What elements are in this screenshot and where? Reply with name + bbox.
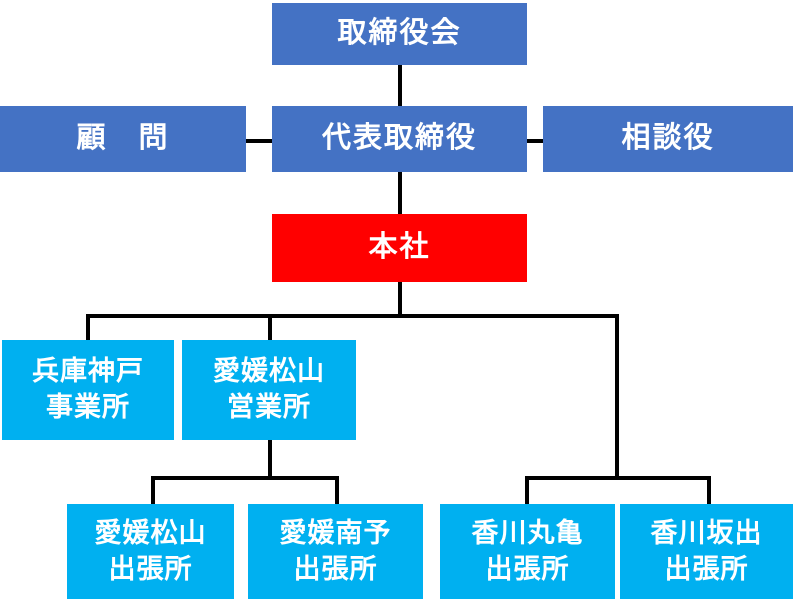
connector-president-headoffice xyxy=(398,172,402,214)
branch-kagawa-sakaide-line2: 出張所 xyxy=(664,553,749,584)
connector-president-counselor xyxy=(527,139,543,143)
office-box-hyogo-kobe: 兵庫神戸 事業所 xyxy=(2,340,174,440)
connector-advisor-president xyxy=(246,139,272,143)
connector-board-president xyxy=(398,65,402,107)
branch-box-kagawa-sakaide: 香川坂出 出張所 xyxy=(620,504,793,599)
office-hyogo-kobe-line1: 兵庫神戸 xyxy=(32,356,144,387)
branch-ehime-matsuyama-line1: 愛媛松山 xyxy=(94,517,207,548)
branch-kagawa-marugame-line2: 出張所 xyxy=(485,553,570,584)
branch-ehime-nanyo-line1: 愛媛南予 xyxy=(279,517,392,548)
office-ehime-matsuyama-line1: 愛媛松山 xyxy=(213,356,325,387)
advisor-label: 顧 問 xyxy=(76,122,170,155)
board-of-directors-label: 取締役会 xyxy=(337,17,462,50)
connector-drop-office-ehime xyxy=(268,314,272,342)
branch-ehime-matsuyama-line2: 出張所 xyxy=(108,553,193,584)
connector-main-horizontal xyxy=(86,314,619,318)
connector-office-ehime-stem xyxy=(268,440,272,478)
connector-drop-branch-nanyo xyxy=(335,476,339,506)
branch-box-ehime-nanyo: 愛媛南予 出張所 xyxy=(248,504,423,599)
office-ehime-matsuyama-line2: 営業所 xyxy=(227,392,311,422)
head-office-label: 本社 xyxy=(368,231,431,264)
office-hyogo-kobe-line2: 事業所 xyxy=(46,392,130,422)
connector-drop-right-long xyxy=(615,314,619,478)
connector-left-branch-horizontal xyxy=(151,476,339,480)
branch-box-ehime-matsuyama: 愛媛松山 出張所 xyxy=(67,504,234,599)
board-of-directors-box: 取締役会 xyxy=(272,3,527,65)
representative-director-box: 代表取締役 xyxy=(272,106,527,172)
connector-drop-branch-sakaide xyxy=(707,476,711,506)
branch-kagawa-marugame-line1: 香川丸亀 xyxy=(471,517,584,548)
connector-drop-office-hyogo xyxy=(86,314,90,342)
office-box-ehime-matsuyama: 愛媛松山 営業所 xyxy=(182,340,356,440)
counselor-label: 相談役 xyxy=(621,122,715,155)
head-office-box: 本社 xyxy=(272,214,527,282)
branch-kagawa-sakaide-line1: 香川坂出 xyxy=(650,517,763,548)
branch-box-kagawa-marugame: 香川丸亀 出張所 xyxy=(440,504,615,599)
connector-drop-branch-marugame xyxy=(525,476,529,506)
representative-director-label: 代表取締役 xyxy=(321,122,477,155)
connector-right-branch-horizontal xyxy=(525,476,711,480)
counselor-box: 相談役 xyxy=(543,106,793,172)
connector-drop-branch-matsuyama xyxy=(151,476,155,506)
connector-headoffice-stem xyxy=(398,282,402,316)
advisor-box: 顧 問 xyxy=(0,106,246,172)
branch-ehime-nanyo-line2: 出張所 xyxy=(293,553,378,584)
